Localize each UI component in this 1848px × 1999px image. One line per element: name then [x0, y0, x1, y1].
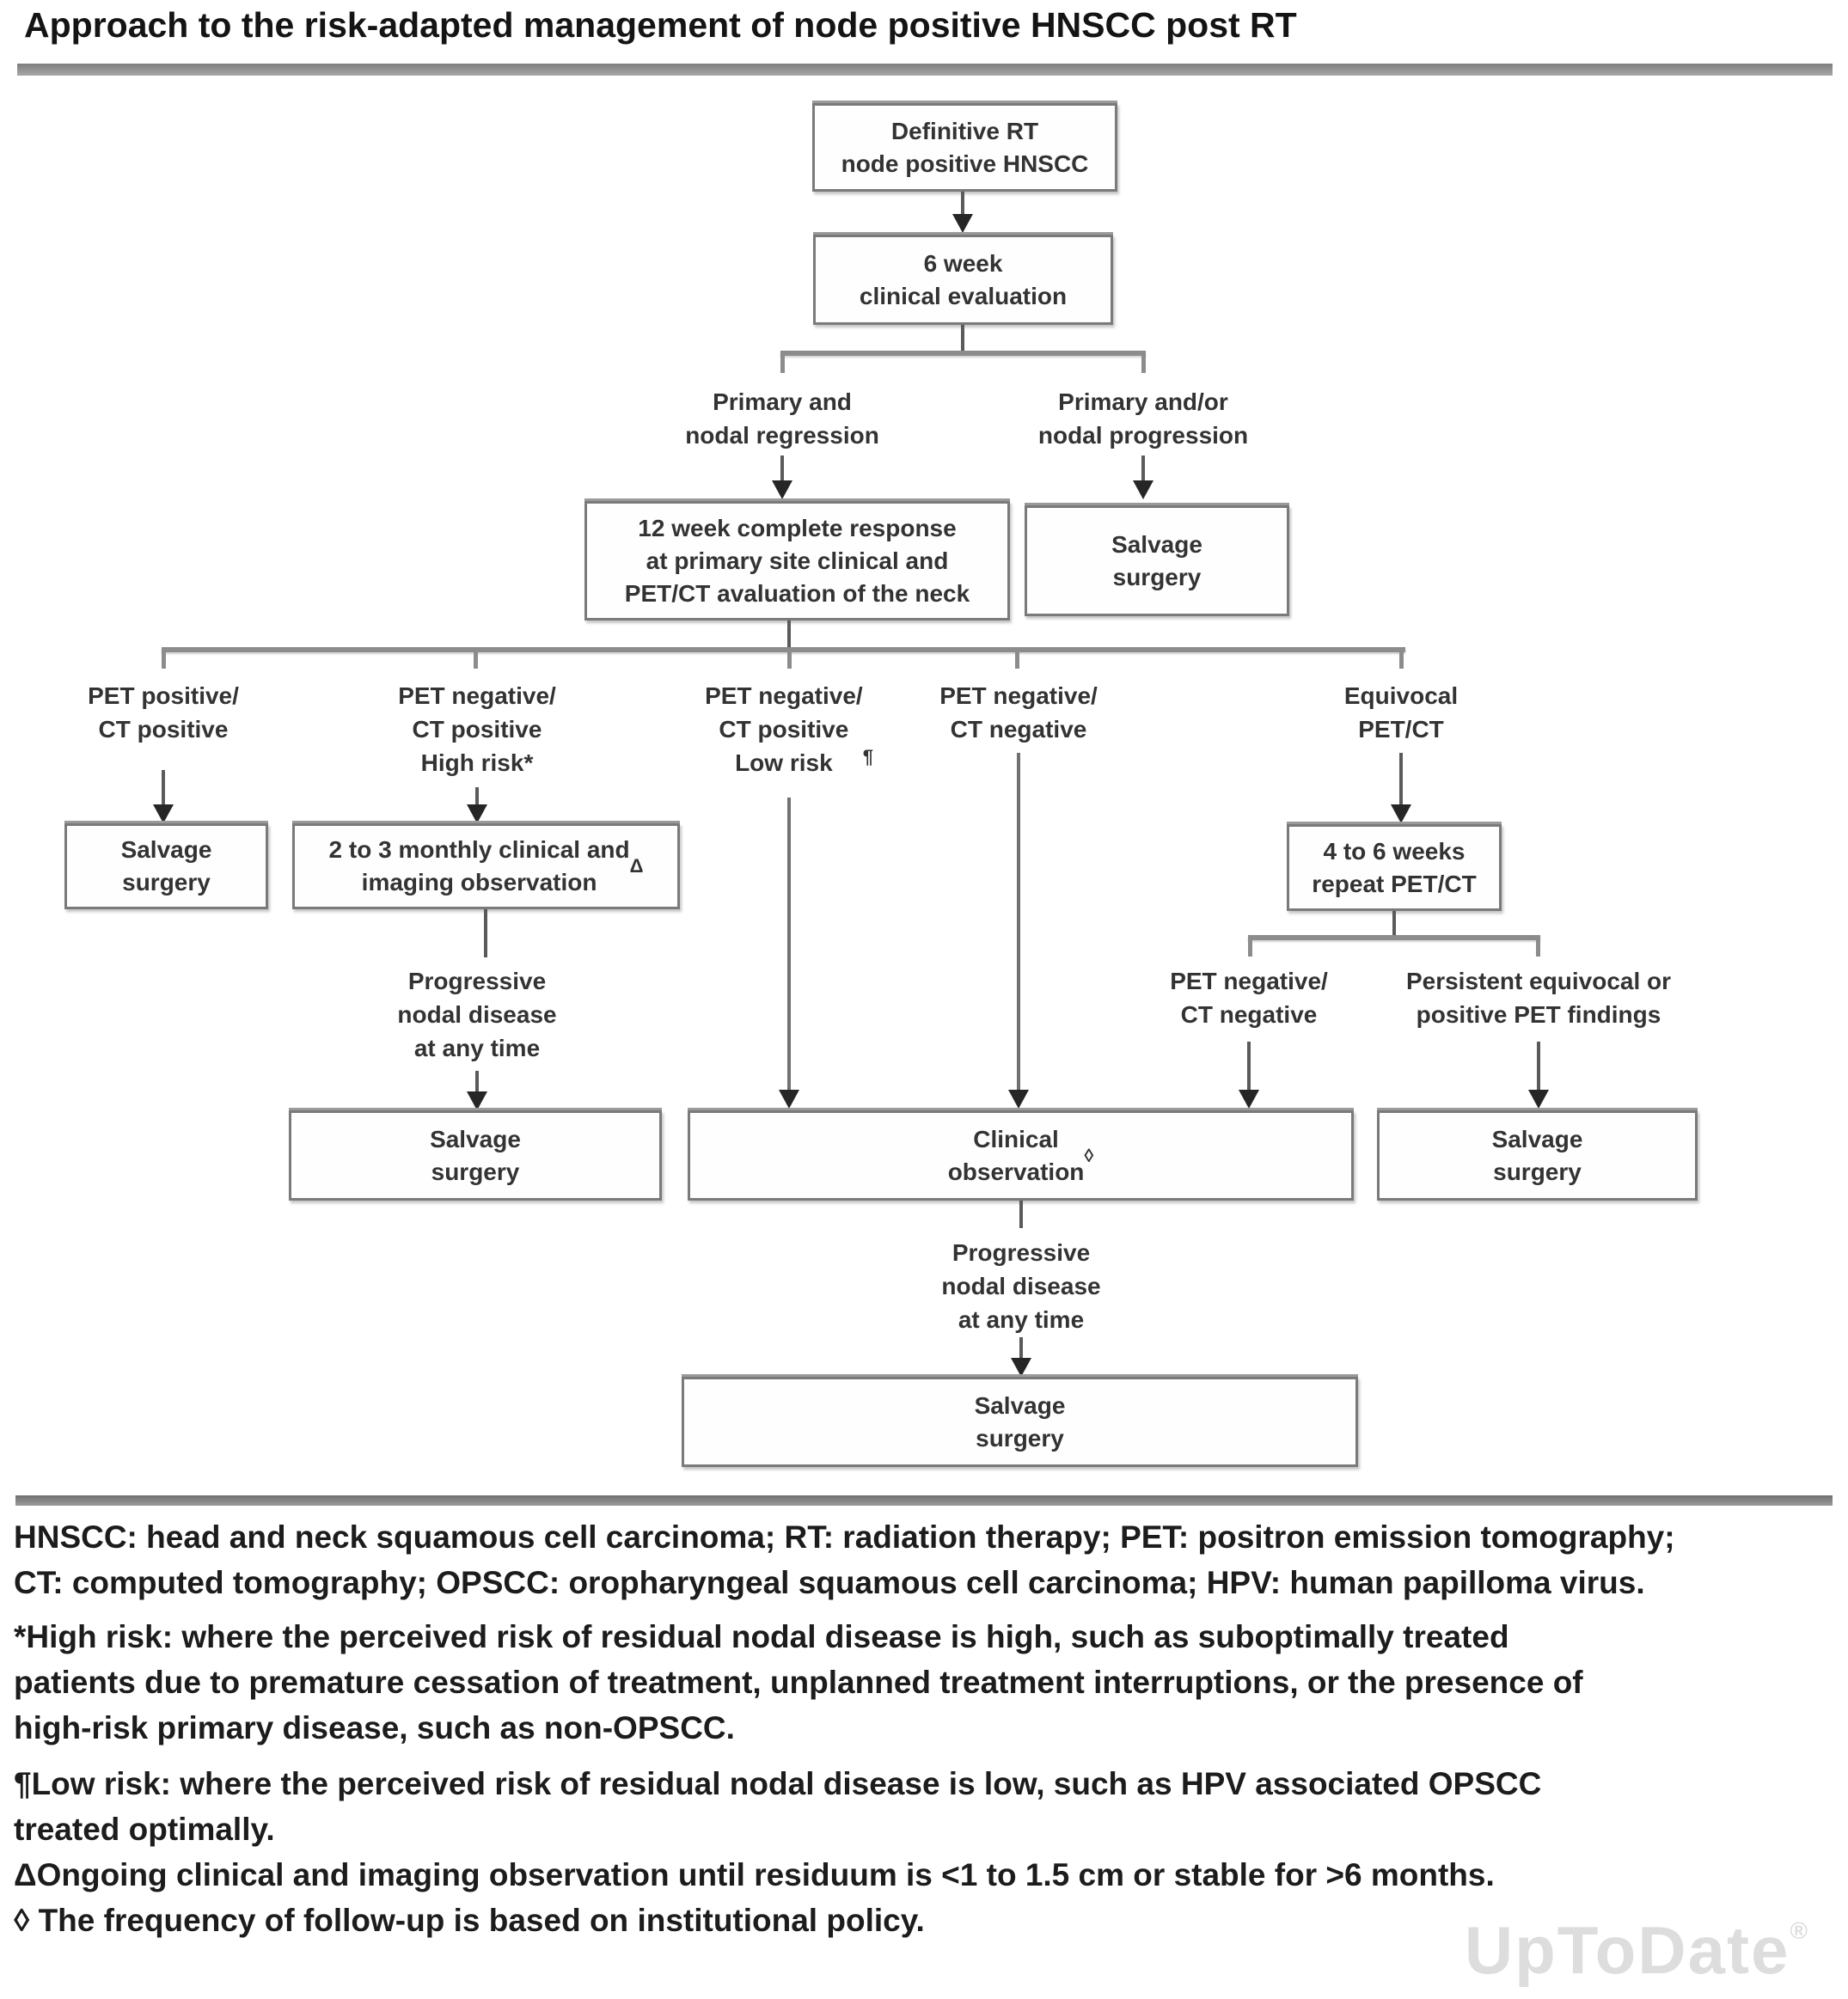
connector-line: [787, 647, 792, 669]
connector-line: [474, 647, 478, 669]
footnote-diamond: ◊ The frequency of follow-up is based on…: [14, 1903, 925, 1938]
connector-line: [162, 647, 166, 669]
node-salvage-surgery-left: Salvage surgery: [64, 823, 268, 909]
node-salvage-surgery-top: Salvage surgery: [1025, 505, 1289, 616]
node-repeat-petct: 4 to 6 weeks repeat PET/CT: [1287, 824, 1502, 911]
node-12-week-response: 12 week complete response at primary sit…: [584, 501, 1010, 620]
connector-line: [1247, 1042, 1251, 1091]
connector-line: [1537, 1042, 1540, 1091]
arrow-down-icon: [153, 804, 174, 823]
arrow-down-icon: [1133, 480, 1153, 499]
branch-connector: [162, 647, 1405, 652]
footnote-delta: ΔOngoing clinical and imaging observatio…: [14, 1857, 1495, 1892]
label-pet-positive-ct-positive: PET positive/ CT positive: [88, 682, 239, 743]
arrow-down-icon: [1008, 1090, 1029, 1109]
label-progressive-nodal-disease-center: Progressive nodal disease at any time: [941, 1239, 1101, 1333]
arrow-down-icon: [1011, 1358, 1031, 1377]
connector-line: [475, 787, 479, 806]
connector-line: [780, 351, 785, 373]
arrow-down-icon: [1391, 804, 1411, 823]
footnote-abbreviations: HNSCC: head and neck squamous cell carci…: [14, 1519, 1675, 1600]
label-primary-nodal-progression: Primary and/or nodal progression: [1037, 388, 1249, 449]
connector-line: [1399, 753, 1403, 806]
label-repeat-pet-negative-ct-negative: PET negative/ CT negative: [1170, 968, 1328, 1028]
node-salvage-surgery-bottom: Salvage surgery: [682, 1377, 1358, 1467]
arrow-down-icon: [467, 1091, 487, 1110]
arrow-down-icon: [1239, 1090, 1259, 1109]
connector-line: [787, 620, 791, 649]
connector-line: [1141, 455, 1145, 483]
divider-line: [15, 1495, 1833, 1506]
node-definitive-rt: Definitive RT node positive HNSCC: [812, 103, 1117, 192]
arrow-down-icon: [952, 214, 973, 233]
connector-line: [1392, 911, 1396, 937]
connector-line: [787, 798, 791, 1091]
label-pet-negative-ct-positive-low-risk: PET negative/ CT positive Low risk¶: [705, 682, 873, 776]
label-pet-negative-ct-positive-high-risk: PET negative/ CT positive High risk*: [398, 682, 556, 776]
label-progressive-nodal-disease-left: Progressive nodal disease at any time: [397, 968, 557, 1061]
connector-line: [484, 909, 487, 957]
arrow-down-icon: [467, 804, 487, 823]
branch-connector: [780, 351, 1146, 356]
label-primary-nodal-regression: Primary and nodal regression: [685, 388, 879, 449]
branch-connector: [1248, 935, 1540, 940]
connector-line: [1019, 1337, 1023, 1360]
connector-line: [1399, 647, 1404, 669]
connector-line: [1015, 647, 1019, 669]
connector-line: [1248, 935, 1252, 957]
connector-line: [1536, 935, 1540, 957]
node-6-week-evaluation: 6 week clinical evaluation: [813, 235, 1113, 325]
label-persistent-equivocal: Persistent equivocal or positive PET fin…: [1405, 968, 1672, 1028]
footnotes: HNSCC: head and neck squamous cell carci…: [14, 1514, 1806, 1943]
connector-line: [1019, 1201, 1023, 1228]
title-underline-bar: [17, 64, 1833, 76]
node-clinical-observation: Clinical observation◊: [688, 1110, 1354, 1201]
footnote-low-risk: ¶Low risk: where the perceived risk of r…: [14, 1766, 1542, 1847]
connector-line: [162, 770, 165, 806]
arrow-down-icon: [779, 1090, 799, 1109]
page-title: Approach to the risk-adapted management …: [24, 5, 1297, 45]
connector-line: [475, 1071, 479, 1093]
connector-line: [961, 325, 964, 352]
node-salvage-surgery-mid-left: Salvage surgery: [289, 1110, 662, 1201]
connector-line: [780, 455, 784, 483]
node-salvage-surgery-mid-right: Salvage surgery: [1377, 1110, 1698, 1201]
footnote-high-risk: *High risk: where the perceived risk of …: [14, 1619, 1583, 1745]
connector-line: [961, 192, 964, 217]
label-equivocal-petct: Equivocal PET/CT: [1343, 682, 1459, 743]
arrow-down-icon: [1528, 1090, 1549, 1109]
connector-line: [1017, 753, 1020, 1091]
connector-line: [1141, 351, 1146, 373]
node-monthly-observation: 2 to 3 monthly clinical and imaging obse…: [292, 823, 680, 909]
arrow-down-icon: [772, 480, 792, 499]
label-pet-negative-ct-negative: PET negative/ CT negative: [939, 682, 1098, 743]
uptodate-watermark: UpToDate®: [1464, 1912, 1809, 1988]
